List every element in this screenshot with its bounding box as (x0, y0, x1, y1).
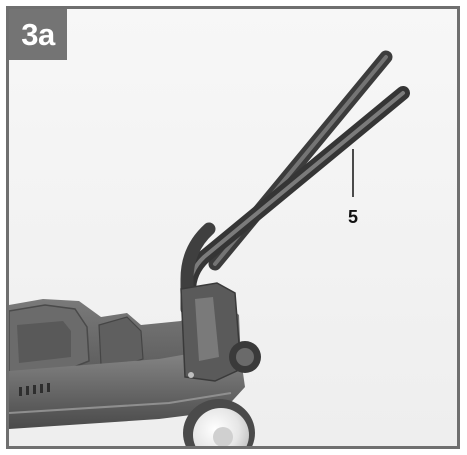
callout-number: 5 (347, 207, 358, 227)
figure-label: 3a (9, 9, 67, 60)
wheel (183, 399, 255, 446)
handle-bar-bend (180, 222, 216, 316)
lawnmower-body (9, 282, 261, 429)
figure-frame: 3a 5 (6, 6, 460, 449)
lawnmower-photo (9, 9, 457, 446)
